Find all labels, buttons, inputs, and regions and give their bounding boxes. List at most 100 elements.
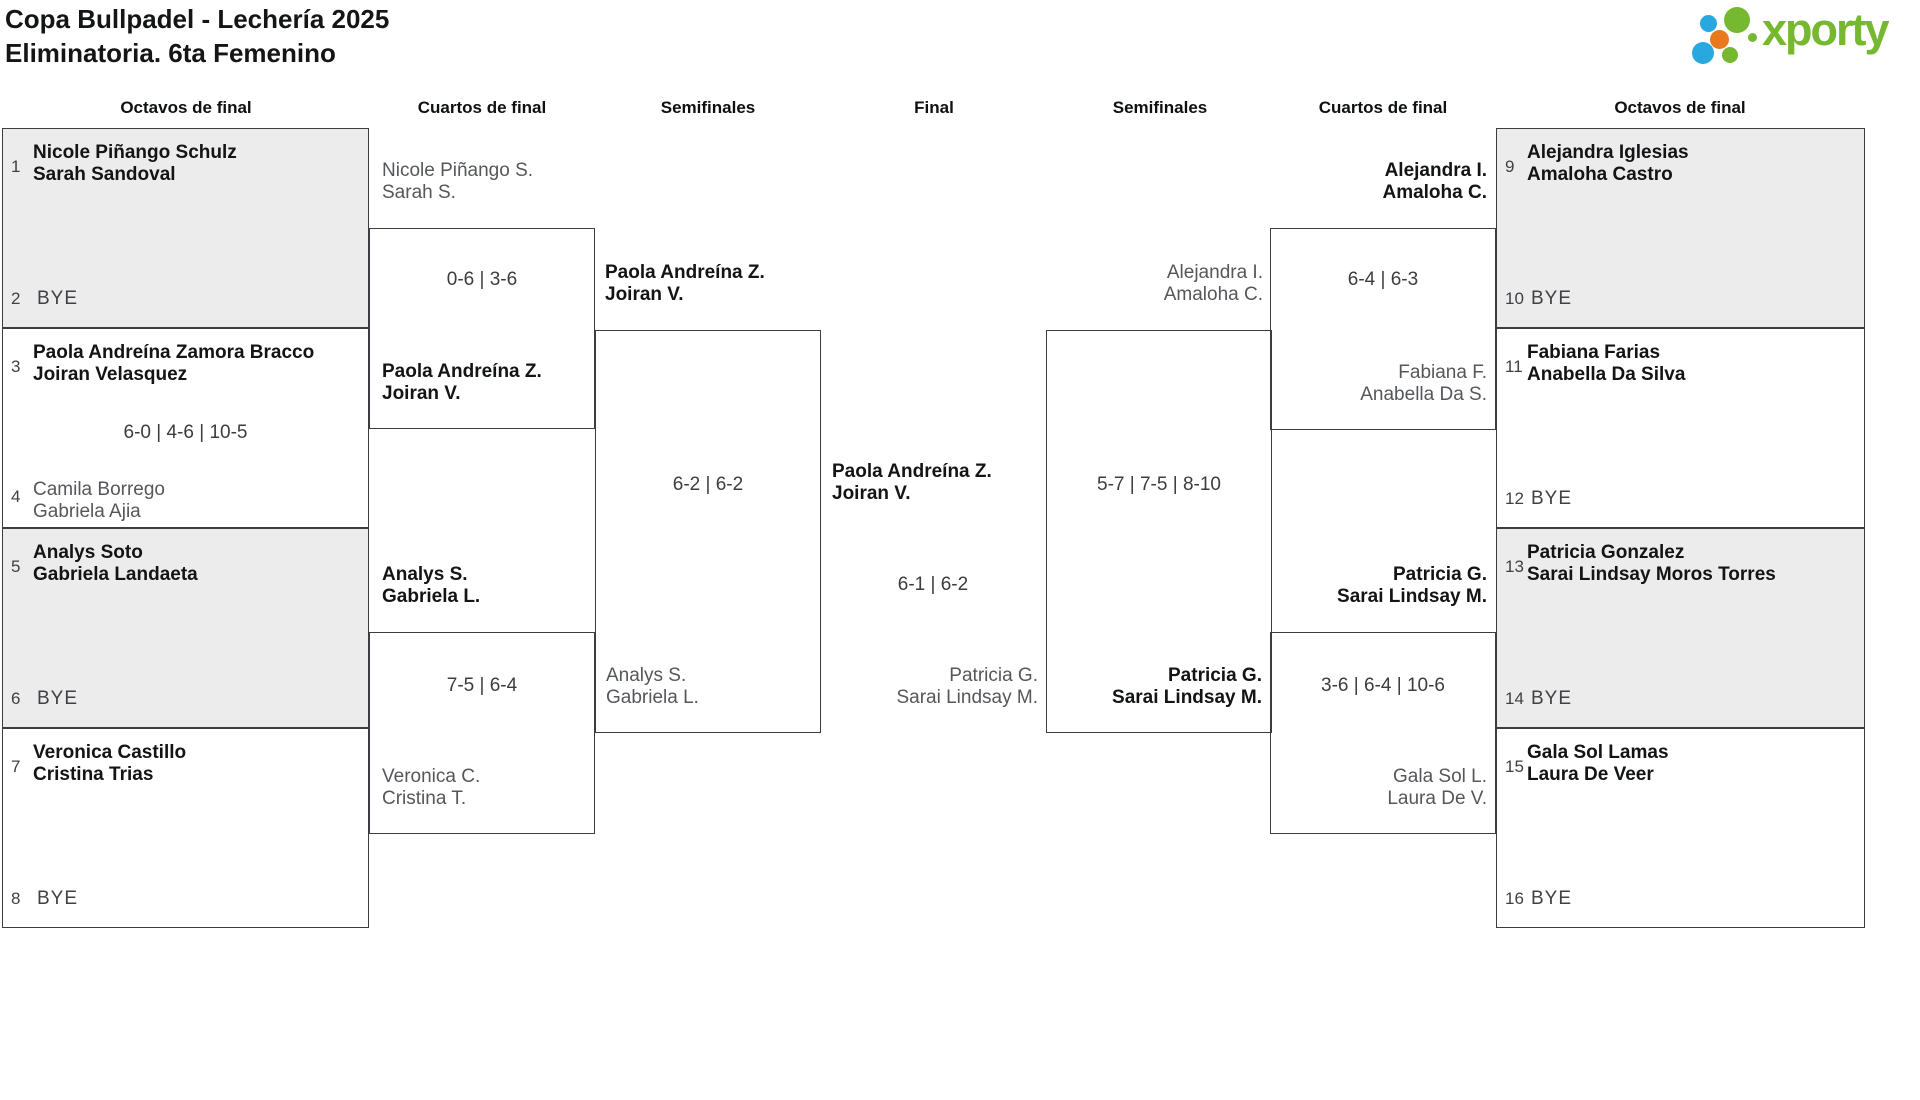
match-participant: Nicole Piñango S. Sarah S.: [382, 160, 533, 204]
match-participant: Paola Andreína Z. Joiran V.: [605, 262, 765, 306]
player-name: Veronica C.: [382, 766, 481, 787]
player-name: Anabella Da S.: [1360, 384, 1487, 405]
r16-match-box-4: 7 Veronica Castillo Cristina Trias 8 BYE: [2, 728, 369, 928]
player-name: Amaloha C.: [1382, 182, 1487, 203]
player-name: Alejandra I.: [1384, 160, 1487, 181]
round-header-semis-right: Semifinales: [1112, 98, 1208, 117]
player-name: Sarai Lindsay M.: [1112, 687, 1262, 708]
r16-match-box-5: 9 Alejandra Iglesias Amaloha Castro 10 B…: [1496, 128, 1865, 328]
round-header-semis-left: Semifinales: [660, 98, 756, 117]
team-name: Analys Soto Gabriela Landaeta: [33, 542, 198, 586]
match-participant: Fabiana F. Anabella Da S.: [1360, 362, 1487, 406]
team-name: Paola Andreína Zamora Bracco Joiran Vela…: [33, 342, 314, 386]
player-name: Paola Andreína Z.: [605, 262, 765, 283]
final-winner: Paola Andreína Z. Joiran V.: [832, 461, 992, 505]
xporty-logo[interactable]: xporty: [1690, 2, 1918, 70]
seed-number: 1: [11, 157, 21, 176]
match-participant: Alejandra I. Amaloha C.: [1382, 160, 1487, 204]
bye-label: BYE: [1531, 288, 1573, 309]
logo-dot-green-small: [1722, 47, 1738, 63]
player-name: Sarah S.: [382, 182, 456, 203]
player-name: Analys S.: [382, 564, 468, 585]
r16-match-box-7: 13 Patricia Gonzalez Sarai Lindsay Moros…: [1496, 528, 1865, 728]
player-name: Gala Sol Lamas: [1527, 742, 1669, 763]
logo-dot-green-large: [1724, 7, 1750, 33]
seed-number: 16: [1505, 889, 1524, 908]
match-participant: Paola Andreína Z. Joiran V.: [382, 361, 542, 405]
team-name: Veronica Castillo Cristina Trias: [33, 742, 186, 786]
seed-number: 15: [1505, 757, 1524, 776]
r16-match-box-3: 5 Analys Soto Gabriela Landaeta 6 BYE: [2, 528, 369, 728]
player-name: Alejandra I.: [1166, 262, 1263, 283]
player-name: Joiran V.: [605, 284, 684, 305]
player-name: Gabriela Landaeta: [33, 564, 198, 585]
seed-number: 5: [11, 557, 21, 576]
player-name: Cristina T.: [382, 788, 467, 809]
round-header-cuartos-right: Cuartos de final: [1318, 98, 1448, 117]
player-name: Amaloha Castro: [1527, 164, 1673, 185]
match-score: 5-7 | 7-5 | 8-10: [1097, 474, 1221, 495]
team-name: Patricia Gonzalez Sarai Lindsay Moros To…: [1527, 542, 1776, 586]
player-name: Amaloha C.: [1163, 284, 1263, 305]
round-header-final: Final: [914, 98, 954, 117]
player-name: Paola Andreína Zamora Bracco: [33, 342, 315, 363]
match-score: 3-6 | 6-4 | 10-6: [1321, 675, 1445, 696]
player-name: Cristina Trias: [33, 764, 154, 785]
match-score: 6-0 | 4-6 | 10-5: [123, 422, 248, 443]
final-runner-up: Patricia G. Sarai Lindsay M.: [896, 665, 1038, 709]
logo-dot-blue-large: [1692, 42, 1714, 64]
player-name: Gabriela L.: [382, 586, 481, 607]
player-name: Laura De V.: [1387, 788, 1487, 809]
player-name: Alejandra Iglesias: [1527, 142, 1689, 163]
final-score: 6-1 | 6-2: [897, 574, 969, 595]
page-title: Copa Bullpadel - Lechería 2025 Eliminato…: [5, 2, 389, 70]
quarterfinal-box-left-top: [369, 228, 595, 429]
bye-label: BYE: [1531, 688, 1573, 709]
match-score: 6-4 | 6-3: [1347, 269, 1419, 290]
player-name: Patricia Gonzalez: [1527, 542, 1685, 563]
seed-number: 12: [1505, 489, 1524, 508]
logo-dot-orange: [1710, 30, 1729, 49]
r16-match-box-6: 11 Fabiana Farias Anabella Da Silva 12 B…: [1496, 328, 1865, 528]
player-name: Joiran V.: [832, 483, 911, 504]
player-name: Anabella Da Silva: [1527, 364, 1686, 385]
player-name: Gala Sol L.: [1393, 766, 1487, 787]
player-name: Joiran V.: [382, 383, 461, 404]
logo-wordmark: xporty: [1762, 4, 1890, 55]
player-name: Sarai Lindsay Moros Torres: [1527, 564, 1776, 585]
match-participant: Patricia G. Sarai Lindsay M.: [1337, 564, 1487, 608]
player-name: Nicole Piñango S.: [382, 160, 534, 181]
bye-label: BYE: [37, 288, 79, 309]
match-score: 7-5 | 6-4: [446, 675, 518, 696]
r16-match-box-2: 3 Paola Andreína Zamora Bracco Joiran Ve…: [2, 328, 369, 528]
player-name: Fabiana Farias: [1527, 342, 1661, 363]
round-header-octavos-left: Octavos de final: [120, 98, 252, 117]
quarterfinal-box-right-top: [1270, 228, 1496, 430]
player-name: Patricia G.: [949, 665, 1038, 686]
quarterfinal-box-right-bottom: [1270, 632, 1496, 834]
tournament-name: Copa Bullpadel - Lechería 2025: [5, 4, 390, 34]
match-participant: Alejandra I. Amaloha C.: [1164, 262, 1263, 306]
seed-number: 10: [1505, 289, 1524, 308]
match-score: 0-6 | 3-6: [446, 269, 518, 290]
seed-number: 3: [11, 357, 21, 376]
semifinal-box-right: [1046, 330, 1272, 733]
match-score: 6-2 | 6-2: [672, 474, 744, 495]
team-name: Camila Borrego Gabriela Ajia: [33, 479, 165, 523]
player-name: Laura De Veer: [1527, 764, 1654, 785]
team-name: Fabiana Farias Anabella Da Silva: [1527, 342, 1685, 386]
player-name: Paola Andreína Z.: [382, 361, 542, 382]
match-participant: Patricia G. Sarai Lindsay M.: [1112, 665, 1262, 709]
player-name: Analys Soto: [33, 542, 143, 563]
bye-label: BYE: [1531, 488, 1573, 509]
player-name: Sarai Lindsay M.: [1337, 586, 1487, 607]
round-header-octavos-right: Octavos de final: [1614, 98, 1746, 117]
round-header-cuartos-left: Cuartos de final: [417, 98, 547, 117]
player-name: Nicole Piñango Schulz: [33, 142, 237, 163]
player-name: Joiran Velasquez: [33, 364, 188, 385]
player-name: Gabriela Ajia: [33, 501, 141, 522]
r16-match-box-8: 15 Gala Sol Lamas Laura De Veer 16 BYE: [1496, 728, 1865, 928]
seed-number: 11: [1505, 357, 1523, 376]
seed-number: 8: [11, 889, 21, 908]
seed-number: 2: [11, 289, 21, 308]
